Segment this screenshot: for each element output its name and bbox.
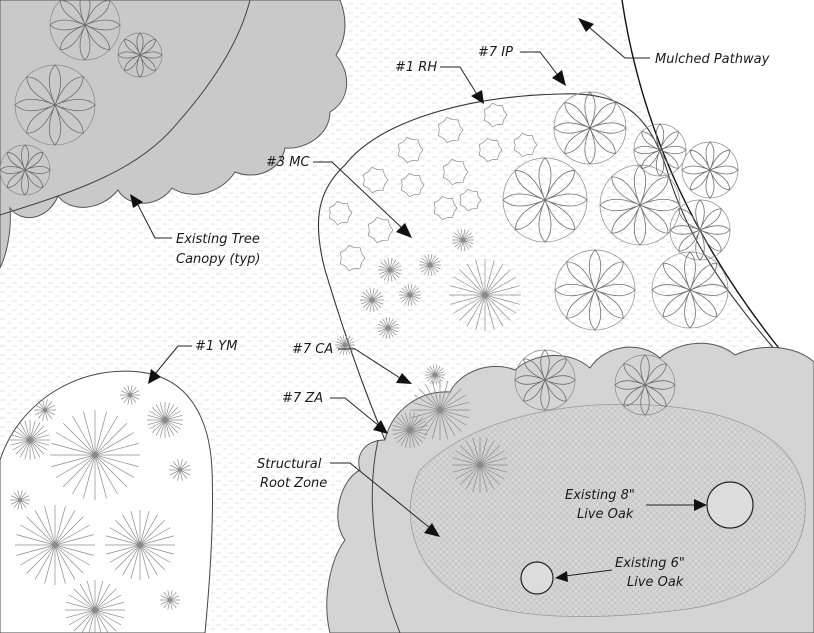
rh-shrub-11 (459, 188, 482, 212)
label-oak8-line1: Existing 8" (565, 488, 635, 503)
pathway-outer-area (622, 0, 814, 390)
arrow-za (373, 420, 388, 434)
arrow-oak8 (694, 499, 707, 511)
arrow-ym (148, 369, 161, 384)
plant-symbols (0, 0, 739, 633)
ip-plant-9-petals (614, 354, 676, 416)
arrow-canopy (130, 194, 143, 208)
root-zone-hatch (409, 403, 806, 617)
za-plant-5 (377, 317, 399, 339)
leader-root-zone (330, 462, 431, 529)
leader-za (330, 397, 379, 426)
rh-shrub-1 (483, 102, 508, 128)
arrow-ip (552, 70, 566, 86)
canopy-plant-1-petals (14, 64, 96, 146)
leader-mc (313, 161, 403, 229)
label-rh: #1 RH (395, 60, 437, 75)
rh-shrub-10 (339, 244, 366, 272)
ip-plant-6-petals (681, 141, 739, 199)
rh-shrub-0 (437, 116, 464, 144)
za-plant-1 (419, 254, 441, 276)
ym-plant-0 (50, 410, 140, 500)
leader-rh (440, 66, 479, 97)
leader-ym (154, 345, 192, 375)
ym-plant-5 (147, 402, 183, 438)
existing-8in-live-oak-trunk (706, 481, 754, 529)
ca-plant-2 (452, 437, 508, 493)
label-mulched-pathway: Mulched Pathway (655, 52, 770, 67)
za-plant-7 (425, 365, 445, 385)
leader-ca (338, 348, 401, 379)
rh-shrub-4 (478, 137, 503, 163)
ip-plant-4-petals (651, 251, 729, 329)
label-mc: #3 MC (266, 155, 311, 170)
label-canopy-line1: Existing Tree (176, 232, 260, 247)
ip-plant-0-petals (553, 91, 627, 165)
rh-shrub-12 (513, 132, 538, 158)
ym-small-0 (34, 399, 56, 421)
arrow-mc (396, 223, 412, 238)
ym-plant-2 (105, 510, 175, 580)
label-oak8-line2: Live Oak (577, 507, 634, 522)
ip-plant-8-petals (514, 349, 576, 411)
ip-plant-7-petals (633, 123, 687, 177)
root-zone-curve (371, 439, 401, 633)
za-plant-2 (452, 229, 474, 251)
za-plant-0 (378, 258, 402, 282)
arrow-rh (471, 90, 484, 104)
label-ca: #7 CA (292, 342, 333, 357)
ym-plant-1 (15, 505, 95, 585)
ip-plant-3-petals (554, 249, 636, 331)
ip-plant-1-petals (502, 157, 588, 243)
canopy-inner-edge (0, 0, 251, 216)
arrow-mulched-pathway (578, 18, 594, 32)
canopy-plant-0-petals (49, 0, 121, 61)
rh-shrub-3 (442, 158, 469, 186)
ym-small-4 (160, 590, 180, 610)
rh-shrub-8 (328, 200, 353, 226)
label-canopy-line2: Canopy (typ) (176, 252, 261, 267)
ip-plant-5-petals (669, 199, 731, 261)
label-root-line2: Root Zone (260, 476, 327, 491)
pathway-edge (621, 0, 814, 391)
leader-oak6 (564, 569, 613, 577)
label-oak6-line1: Existing 6" (615, 556, 685, 571)
label-ym: #1 YM (195, 339, 237, 354)
ym-plant-4 (10, 420, 50, 460)
za-plant-3 (360, 288, 384, 312)
label-za: #7 ZA (282, 391, 323, 406)
rh-shrub-6 (400, 172, 425, 198)
rh-shrub-2 (397, 136, 424, 164)
arrow-root-zone (424, 523, 440, 537)
label-ip: #7 IP (478, 45, 513, 60)
leader-mulched-pathway (589, 27, 650, 59)
ym-small-2 (169, 459, 191, 481)
arrow-ca (396, 373, 412, 384)
ym-small-1 (120, 385, 140, 405)
existing-6in-live-oak-trunk (520, 561, 554, 595)
canopy-plant-2-petals (0, 144, 51, 196)
rh-shrub-5 (362, 166, 389, 194)
ym-small-3 (10, 490, 30, 510)
za-plant-4 (399, 284, 421, 306)
arrow-oak6 (555, 571, 568, 582)
ym-bed (0, 370, 214, 633)
leader-ip (520, 51, 561, 79)
canopy-plant-3-petals (117, 32, 163, 78)
rh-shrub-9 (367, 216, 394, 244)
existing-canopy-top-left (0, 0, 348, 269)
label-root-line1: Structural (257, 457, 322, 472)
ca-plant-0 (449, 259, 521, 331)
ca-plant-3 (392, 412, 428, 448)
ip-plant-2-petals (599, 164, 681, 246)
label-oak6-line2: Live Oak (627, 575, 684, 590)
leader-canopy (137, 204, 172, 239)
ca-plant-1 (410, 380, 470, 440)
rh-shrub-7 (433, 195, 458, 221)
ym-plant-3 (65, 580, 125, 633)
